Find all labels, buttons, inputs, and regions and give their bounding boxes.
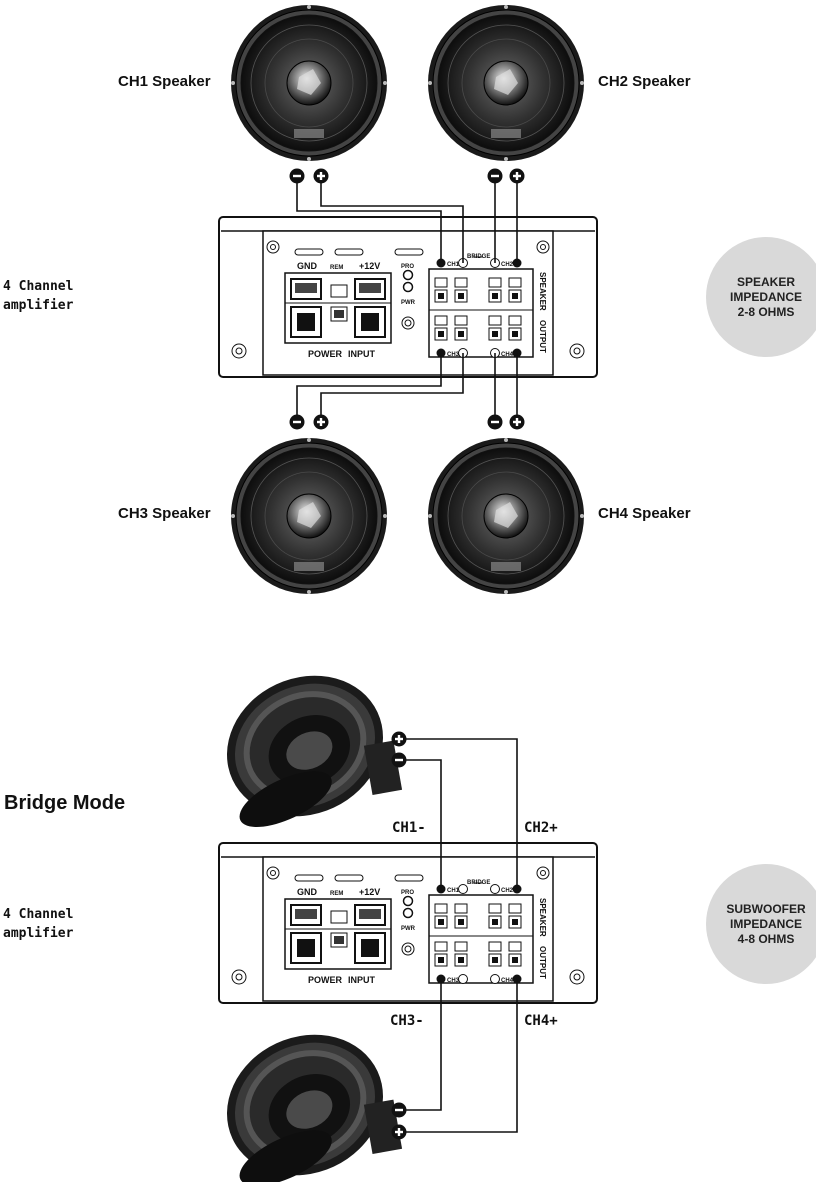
badge-line1: SPEAKER [736,274,795,289]
ch1-positive-terminal [313,168,329,184]
badge-line2: IMPEDANCE [729,289,802,304]
ch1-terminal-label: CH1 [447,262,460,268]
ch4-terminal-label: CH4 [501,352,514,358]
ch1-terminal-label: CH1 [447,888,460,894]
amplifier-label-line2: amplifier [3,298,74,313]
gnd-label: GND [297,887,318,897]
bridge-label: BRIDGE [467,880,490,886]
ch3-speaker-label: CH3 Speaker [118,505,211,522]
amplifier-label-line1: 4 Channel [3,279,74,294]
plus12v-label: +12V [359,887,380,897]
badge-line1: SUBWOOFER [726,901,806,916]
bridge-ch3-label: CH3- [390,1013,424,1029]
rem-label: REM [330,891,343,897]
pro-label: PRO [401,264,414,270]
ch3-terminal-label: CH3 [447,352,460,358]
amplifier-label-line2: amplifier [3,926,74,941]
subwoofer-bottom-icon [204,1010,406,1182]
ch3-negative-terminal [289,414,305,430]
bridge-label: BRIDGE [467,254,490,260]
pro-label: PRO [401,890,414,896]
power-label: POWER [308,349,343,359]
ch2-speaker-label: CH2 Speaker [598,73,691,90]
ch2-terminal-label: CH2 [501,888,514,894]
ch3-terminal-label: CH3 [447,978,460,984]
ch1-speaker-label: CH1 Speaker [118,73,211,90]
input-label: INPUT [348,975,376,985]
top-wires [296,176,518,422]
output-vertical-label: OUTPUT [538,320,547,353]
sub-bottom-positive-terminal [391,1124,407,1140]
ch2-terminal-label: CH2 [501,262,514,268]
ch3-positive-terminal [313,414,329,430]
ch4-terminal-label: CH4 [501,978,514,984]
pwr-label: PWR [401,300,416,306]
ch2-negative-terminal [487,168,503,184]
amplifier-label-top: 4 Channel amplifier [3,277,73,315]
ch4-positive-terminal [509,414,525,430]
rem-label: REM [330,265,343,271]
bridge-ch2-label: CH2+ [524,820,558,836]
ch4-speaker-label: CH4 Speaker [598,505,691,522]
ch2-positive-terminal [509,168,525,184]
power-label: POWER [308,975,343,985]
speaker-impedance-badge: SPEAKER IMPEDANCE 2-8 OHMS [706,237,816,357]
amp-top-panel-text: GND REM +12V PRO PWR POWER INPUT BRIDGE … [297,254,547,359]
ch3-speaker-icon [230,437,388,595]
ch1-speaker-icon [230,4,388,162]
plus12v-label: +12V [359,261,380,271]
bridge-mode-title: Bridge Mode [4,792,126,814]
subwoofer-top-icon [204,651,406,842]
ch4-speaker-icon [427,437,585,595]
input-label: INPUT [348,349,376,359]
bridge-wires [399,738,518,1133]
speaker-vertical-label: SPEAKER [538,898,547,937]
ch1-negative-terminal [289,168,305,184]
badge-line3: 4-8 OHMS [737,931,795,946]
subwoofer-impedance-badge: SUBWOOFER IMPEDANCE 4-8 OHMS [706,864,816,984]
amp-bottom-panel-text: GND REM +12V PRO PWR POWER INPUT BRIDGE … [297,880,547,985]
sub-top-negative-terminal [391,752,407,768]
bridge-ch4-label: CH4+ [524,1013,558,1029]
bridge-ch1-label: CH1- [392,820,426,836]
ch2-speaker-icon [427,4,585,162]
gnd-label: GND [297,261,318,271]
badge-line2: IMPEDANCE [729,916,802,931]
ch4-negative-terminal [487,414,503,430]
amplifier-label-line1: 4 Channel [3,907,74,922]
pwr-label: PWR [401,926,416,932]
speaker-vertical-label: SPEAKER [538,272,547,311]
amplifier-label-bottom: 4 Channel amplifier [3,905,73,943]
sub-bottom-negative-terminal [391,1102,407,1118]
output-vertical-label: OUTPUT [538,946,547,979]
sub-top-positive-terminal [391,731,407,747]
badge-line3: 2-8 OHMS [737,304,795,319]
